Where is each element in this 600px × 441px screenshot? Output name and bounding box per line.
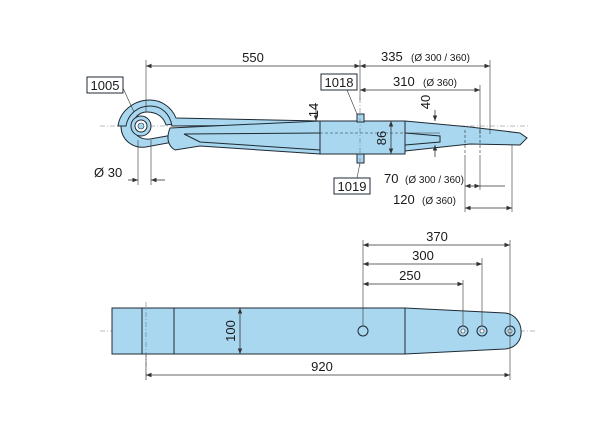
hole-300-inner [479,328,485,334]
dim-70-label: 70 [384,171,398,186]
top-leaf-bar [111,307,522,355]
center-bolt-bottom [356,153,365,164]
dim-920-label: 920 [311,359,333,374]
dim-370-label: 370 [426,229,448,244]
dim-310-note: (Ø 360) [423,78,457,89]
side-view: 550 335 (Ø 300 / 360) 310 (Ø 360) 1005 1… [86,49,530,212]
part-1018-box [320,73,358,91]
center-bolt-top [356,113,365,123]
top-view: 370 300 250 100 920 [100,229,535,380]
dim-100-label: 100 [223,320,238,342]
dim-335-label: 335 [381,49,403,64]
dim-300-label: 300 [412,248,434,263]
leader-1005 [122,87,135,113]
part-1005-box [86,76,124,94]
center-clamp [319,120,406,155]
dim-40-label: 40 [418,95,433,109]
leader-1018 [346,89,358,115]
dim-14-label: 14 [306,103,321,117]
dim-120-note: (Ø 360) [422,196,456,207]
part-1005-label: 1005 [91,78,120,93]
dim-86-label: 86 [374,131,389,145]
dim-310-label: 310 [393,74,415,89]
eye-pin [137,122,145,130]
part-1019-box [333,177,371,195]
part-1018-label: 1018 [325,75,354,90]
dim-250-label: 250 [399,268,421,283]
part-1019-label: 1019 [338,179,367,194]
leader-1019 [356,162,361,179]
dim-335-note: (Ø 300 / 360) [411,53,470,64]
dim-70-note: (Ø 300 / 360) [405,175,464,186]
dim-dia30-label: Ø 30 [94,165,122,180]
center-hole [357,325,369,337]
hole-250-inner [460,328,466,334]
dim-120-label: 120 [393,192,415,207]
dim-550-label: 550 [242,50,264,65]
